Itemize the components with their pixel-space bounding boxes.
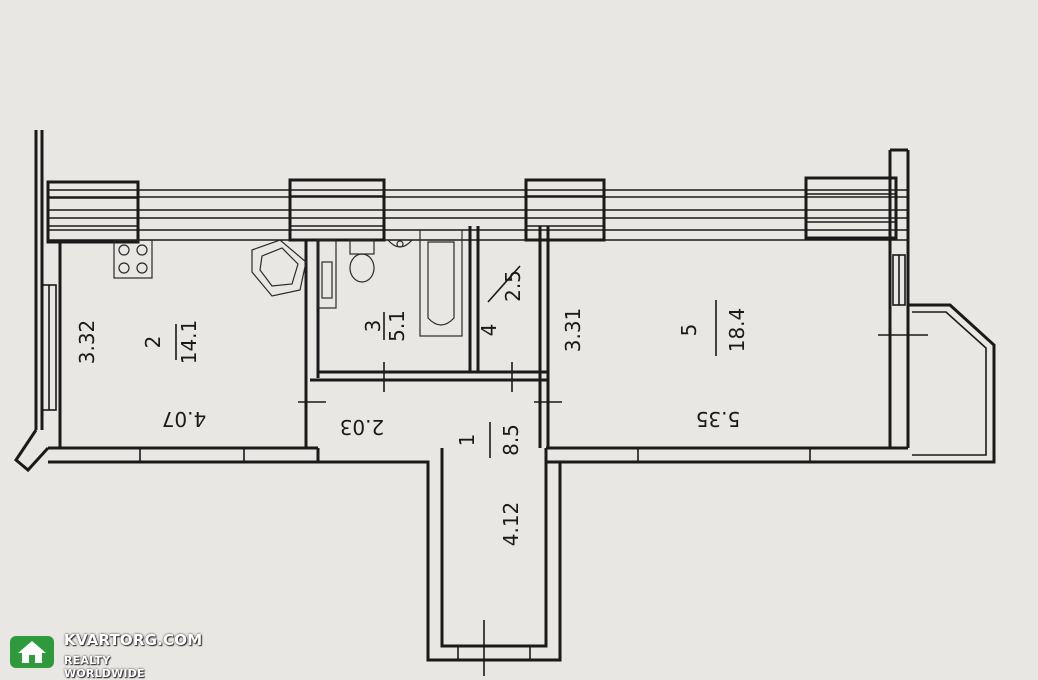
watermark-tagline: REALTY WORLDWIDE [64, 654, 145, 680]
dim-room2-width: 3.32 [75, 320, 99, 365]
toilet-icon [349, 239, 375, 283]
exterior-wall-right [888, 148, 910, 448]
room-3-label: 3 5.1 [361, 310, 409, 342]
watermark-logo: KVARTORG.COM REALTY WORLDWIDE [8, 630, 202, 680]
dim-room5-length: 5.35 [696, 407, 741, 431]
corridor-walls [316, 448, 562, 676]
washbasin-icon [387, 239, 413, 248]
exterior-wall-left [14, 130, 62, 473]
room-3-number: 3 [361, 320, 385, 333]
room-4-label: 4 2.5 [477, 265, 525, 337]
dim-corridor-length: 4.12 [499, 502, 523, 547]
dim-hall-width: 2.03 [340, 415, 385, 439]
room-2-area: 14.1 [177, 320, 201, 365]
room-3-area: 5.1 [385, 310, 409, 342]
house-icon [10, 636, 54, 668]
exterior-wall-bottom [48, 446, 994, 464]
room-1-label: 1 8.5 [455, 422, 523, 458]
washing-machine-icon [317, 239, 337, 309]
sink-icon [251, 239, 307, 297]
room-2-label: 2 14.1 [141, 320, 201, 365]
stove-icon [113, 239, 153, 279]
room-4-area: 2.5 [501, 270, 525, 302]
window-2 [288, 178, 386, 242]
room-1-area: 8.5 [499, 424, 523, 456]
dim-room2-length: 4.07 [162, 407, 207, 431]
room-2-number: 2 [141, 336, 165, 349]
dim-room5-width: 3.31 [561, 308, 585, 353]
bathtub-icon [419, 229, 463, 337]
interior-walls [298, 226, 562, 448]
dimension-labels: 3.32 4.07 2.03 3.31 5.35 4.12 [75, 308, 740, 547]
window-4 [804, 176, 898, 240]
balcony [878, 303, 996, 464]
room-5-number: 5 [677, 324, 701, 337]
room-5-area: 18.4 [725, 308, 749, 353]
room-4-number: 4 [477, 324, 501, 337]
window-1 [46, 180, 140, 244]
room-1-number: 1 [455, 434, 479, 447]
watermark-name: KVARTORG.COM [64, 631, 203, 649]
room-5-label: 5 18.4 [677, 300, 749, 356]
